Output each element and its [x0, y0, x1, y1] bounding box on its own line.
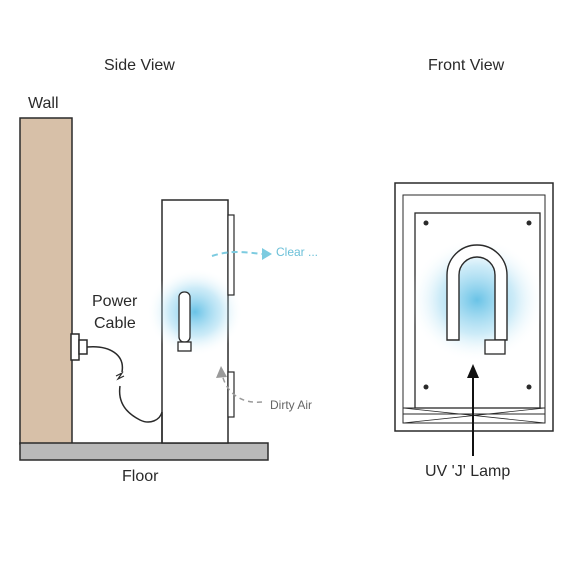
power-plug-icon	[70, 333, 88, 361]
dirty-air-label: Dirty Air	[270, 398, 312, 412]
front-view-title: Front View	[428, 57, 505, 74]
power-cable	[86, 346, 163, 423]
clear-air-arrowhead	[262, 248, 272, 260]
dirty-air-arrowhead	[216, 366, 227, 378]
floor-label: Floor	[122, 468, 159, 485]
lamp-pointer-arrowhead	[467, 364, 479, 378]
uv-j-lamp	[446, 244, 508, 341]
power-cable-label-line2: Cable	[94, 315, 136, 332]
uv-lamp-label: UV 'J' Lamp	[425, 463, 511, 480]
uv-unit-side	[147, 199, 243, 444]
power-cable-label-line1: Power	[92, 293, 138, 310]
cable-break-mark	[115, 371, 125, 381]
wall-label: Wall	[28, 95, 59, 112]
clear-air-label: Clear ...	[276, 245, 319, 259]
dirty-air-arrow	[221, 373, 263, 403]
clear-air-arrow	[211, 251, 263, 257]
side-view-title: Side View	[104, 57, 175, 74]
floor	[19, 442, 269, 461]
wall	[19, 117, 73, 445]
